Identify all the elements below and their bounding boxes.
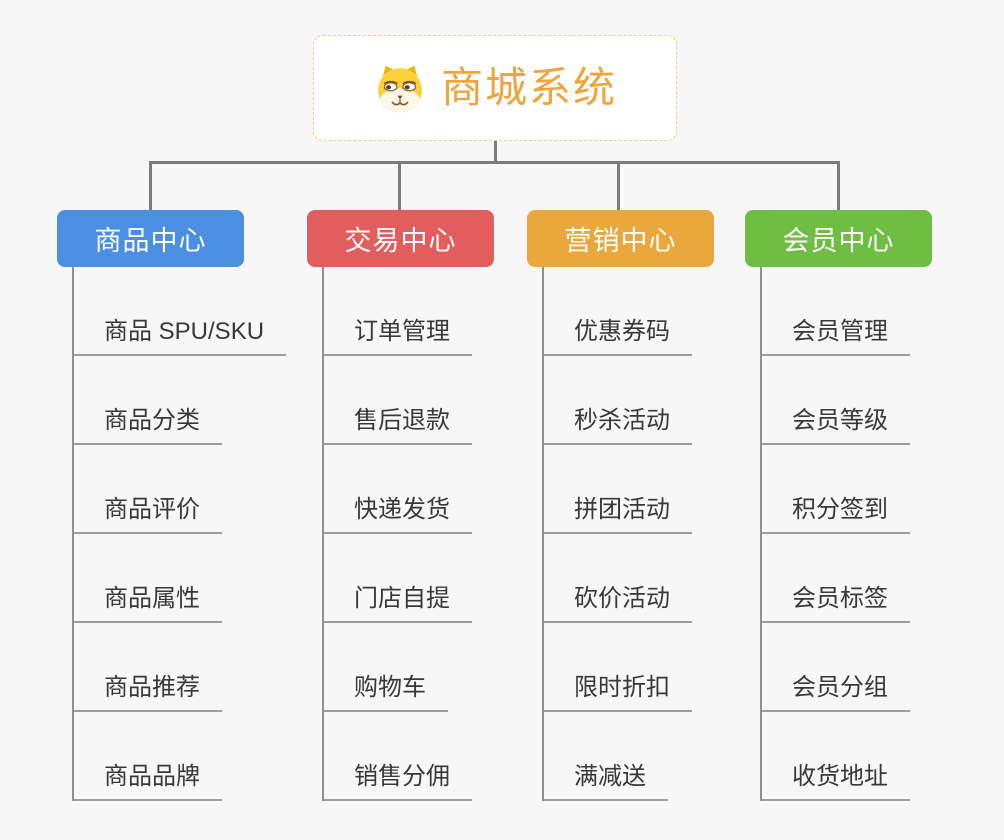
child-node[interactable]: 秒杀活动 xyxy=(544,407,692,445)
child-node[interactable]: 满减送 xyxy=(544,763,668,801)
child-row: 商品属性 xyxy=(74,534,286,623)
child-row: 收货地址 xyxy=(762,712,910,801)
child-row: 快递发货 xyxy=(324,445,472,534)
child-node[interactable]: 砍价活动 xyxy=(544,585,692,623)
child-label: 售后退款 xyxy=(354,407,450,435)
child-label: 会员标签 xyxy=(792,585,888,613)
child-label: 商品属性 xyxy=(104,585,200,613)
child-node[interactable]: 购物车 xyxy=(324,674,448,712)
connector-branch-drop xyxy=(837,161,840,211)
child-label: 商品分类 xyxy=(104,407,200,435)
child-row: 门店自提 xyxy=(324,534,472,623)
branch-label: 商品中心 xyxy=(94,226,207,256)
child-row: 会员管理 xyxy=(762,267,910,356)
connector-branch-drop xyxy=(398,161,401,211)
child-row: 商品分类 xyxy=(74,356,286,445)
child-label: 积分签到 xyxy=(792,496,888,524)
child-row: 订单管理 xyxy=(324,267,472,356)
branch-label: 会员中心 xyxy=(782,226,895,256)
connector-root-stem xyxy=(494,141,497,164)
child-row: 秒杀活动 xyxy=(544,356,692,445)
child-node[interactable]: 会员管理 xyxy=(762,318,910,356)
branch-header-1[interactable]: 交易中心 xyxy=(307,210,494,267)
child-row: 会员标签 xyxy=(762,534,910,623)
child-node[interactable]: 会员分组 xyxy=(762,674,910,712)
connector-branch-drop xyxy=(149,161,152,211)
child-label: 快递发货 xyxy=(354,496,450,524)
child-label: 收货地址 xyxy=(792,763,888,791)
child-node[interactable]: 优惠券码 xyxy=(544,318,692,356)
child-node[interactable]: 会员标签 xyxy=(762,585,910,623)
branch-header-0[interactable]: 商品中心 xyxy=(57,210,244,267)
child-node[interactable]: 积分签到 xyxy=(762,496,910,534)
doge-icon xyxy=(373,64,427,113)
child-label: 商品 SPU/SKU xyxy=(104,318,265,346)
branch-label: 交易中心 xyxy=(344,226,457,256)
connector-branch-drop xyxy=(617,161,620,211)
child-label: 拼团活动 xyxy=(574,496,670,524)
child-row: 会员分组 xyxy=(762,623,910,712)
child-row: 商品 SPU/SKU xyxy=(74,267,287,356)
child-row: 会员等级 xyxy=(762,356,910,445)
branch-header-3[interactable]: 会员中心 xyxy=(745,210,932,267)
child-label: 满减送 xyxy=(574,763,646,791)
branch-header-2[interactable]: 营销中心 xyxy=(527,210,714,267)
child-node[interactable]: 商品属性 xyxy=(74,585,222,623)
child-row: 销售分佣 xyxy=(324,712,472,801)
root-title: 商城系统 xyxy=(440,64,617,111)
branch-list: 优惠券码 秒杀活动 拼团活动 砍价活动 限时折扣 xyxy=(542,267,692,801)
child-label: 优惠券码 xyxy=(574,318,670,346)
child-label: 商品推荐 xyxy=(104,674,200,702)
child-node[interactable]: 拼团活动 xyxy=(544,496,692,534)
child-label: 商品评价 xyxy=(104,496,200,524)
child-label: 销售分佣 xyxy=(354,763,450,791)
child-label: 订单管理 xyxy=(354,318,450,346)
branch-list: 商品 SPU/SKU 商品分类 商品评价 商品属性 商品推荐 xyxy=(72,267,287,801)
child-row: 积分签到 xyxy=(762,445,910,534)
root-node[interactable]: 商城系统 xyxy=(313,35,677,141)
child-node[interactable]: 商品评价 xyxy=(74,496,222,534)
child-node[interactable]: 会员等级 xyxy=(762,407,910,445)
child-row: 商品推荐 xyxy=(74,623,286,712)
child-label: 秒杀活动 xyxy=(574,407,670,435)
child-node[interactable]: 商品品牌 xyxy=(74,763,222,801)
child-label: 购物车 xyxy=(354,674,426,702)
child-row: 商品品牌 xyxy=(74,712,286,801)
child-label: 会员分组 xyxy=(792,674,888,702)
child-label: 限时折扣 xyxy=(574,674,670,702)
child-label: 商品品牌 xyxy=(104,763,200,791)
child-node[interactable]: 商品 SPU/SKU xyxy=(74,318,287,356)
child-node[interactable]: 快递发货 xyxy=(324,496,472,534)
child-row: 优惠券码 xyxy=(544,267,692,356)
child-row: 售后退款 xyxy=(324,356,472,445)
child-node[interactable]: 门店自提 xyxy=(324,585,472,623)
child-row: 砍价活动 xyxy=(544,534,692,623)
child-node[interactable]: 商品推荐 xyxy=(74,674,222,712)
child-node[interactable]: 商品分类 xyxy=(74,407,222,445)
child-node[interactable]: 收货地址 xyxy=(762,763,910,801)
branch-list: 会员管理 会员等级 积分签到 会员标签 会员分组 xyxy=(760,267,910,801)
child-label: 会员等级 xyxy=(792,407,888,435)
child-row: 拼团活动 xyxy=(544,445,692,534)
child-node[interactable]: 售后退款 xyxy=(324,407,472,445)
child-label: 砍价活动 xyxy=(574,585,670,613)
child-row: 商品评价 xyxy=(74,445,286,534)
branch-list: 订单管理 售后退款 快递发货 门店自提 购物车 销 xyxy=(322,267,472,801)
child-row: 满减送 xyxy=(544,712,692,801)
child-node[interactable]: 限时折扣 xyxy=(544,674,692,712)
child-node[interactable]: 销售分佣 xyxy=(324,763,472,801)
child-row: 限时折扣 xyxy=(544,623,692,712)
connector-horizontal-bus xyxy=(149,161,840,164)
child-row: 购物车 xyxy=(324,623,472,712)
child-node[interactable]: 订单管理 xyxy=(324,318,472,356)
child-label: 门店自提 xyxy=(354,585,450,613)
child-label: 会员管理 xyxy=(792,318,888,346)
branch-label: 营销中心 xyxy=(564,226,677,256)
